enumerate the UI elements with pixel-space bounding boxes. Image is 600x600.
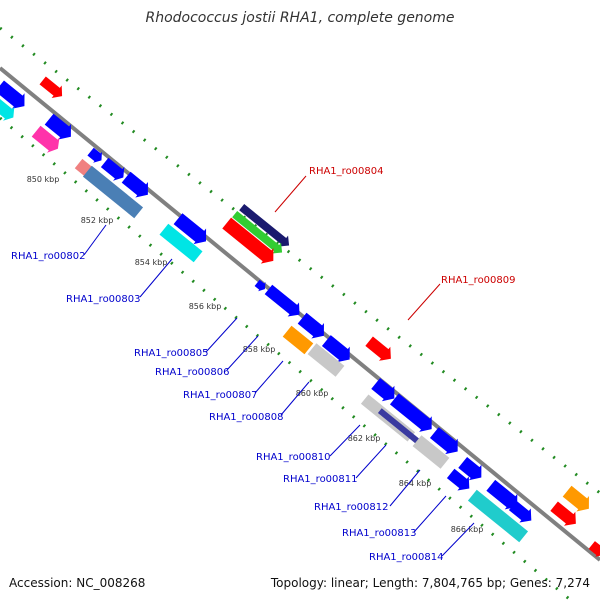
- leader-line: [205, 317, 238, 353]
- gene-arrow: [82, 165, 144, 219]
- tick-label: 866 kbp: [451, 525, 484, 534]
- gene-label-ro00803[interactable]: RHA1_ro00803: [66, 294, 141, 305]
- leader-line: [389, 469, 421, 507]
- gene-arrow: [486, 479, 518, 510]
- tick-label: 860 kbp: [296, 389, 329, 398]
- tick-label: 862 kbp: [348, 434, 381, 443]
- gene-arrow: [121, 171, 148, 198]
- gene-arrow: [239, 204, 290, 247]
- gene-label-ro00802[interactable]: RHA1_ro00802: [11, 251, 86, 262]
- tick-label: 852 kbp: [81, 216, 114, 225]
- forward-genes: [39, 76, 600, 557]
- gene-arrow: [550, 501, 576, 526]
- gene-label-ro00810[interactable]: RHA1_ro00810: [256, 452, 331, 463]
- gene-arrow: [588, 541, 600, 557]
- gene-arrow: [44, 113, 71, 140]
- tick-label: 856 kbp: [189, 302, 222, 311]
- leader-line: [139, 258, 173, 298]
- gene-arrow: [222, 217, 274, 264]
- gene-arrow: [87, 147, 102, 163]
- leader-line: [329, 424, 361, 457]
- leader-line: [254, 360, 284, 394]
- gene-label-ro00807[interactable]: RHA1_ro00807: [183, 390, 258, 401]
- tick-label: 858 kbp: [243, 345, 276, 354]
- gene-arrow: [264, 284, 300, 317]
- leader-line: [83, 224, 107, 256]
- gene-arrow: [31, 125, 60, 153]
- leader-line: [407, 283, 441, 321]
- gene-arrow: [173, 213, 207, 245]
- accession-text: Accession: NC_008268: [9, 576, 146, 590]
- leader-line: [441, 522, 475, 557]
- gene-label-ro00812[interactable]: RHA1_ro00812: [314, 502, 389, 513]
- tick-labels: 850 kbp 852 kbp 854 kbp 856 kbp 858 kbp …: [27, 175, 484, 534]
- gene-label-ro00813[interactable]: RHA1_ro00813: [342, 528, 417, 539]
- topology-text: Topology: linear; Length: 7,804,765 bp; …: [270, 576, 590, 590]
- gene-label-ro00814[interactable]: RHA1_ro00814: [369, 552, 444, 563]
- reverse-genes: [0, 80, 532, 543]
- gene-arrow: [562, 485, 589, 512]
- leader-line: [280, 381, 310, 416]
- gene-arrow: [389, 393, 432, 432]
- genome-backbone: [0, 66, 600, 562]
- gene-label-ro00808[interactable]: RHA1_ro00808: [209, 412, 284, 423]
- gene-label-ro00805[interactable]: RHA1_ro00805: [134, 348, 209, 359]
- gene-arrow: [0, 97, 15, 121]
- gene-arrow: [365, 336, 391, 361]
- leader-lines: [83, 175, 475, 557]
- gene-label-ro00804[interactable]: RHA1_ro00804: [309, 166, 384, 177]
- tick-label: 864 kbp: [399, 479, 432, 488]
- gene-arrow: [232, 211, 283, 254]
- gene-arrow: [371, 378, 395, 402]
- tick-label: 854 kbp: [135, 258, 168, 267]
- gene-arrow: [446, 468, 470, 491]
- gene-arrow: [297, 312, 324, 339]
- map-title: Rhodococcus jostii RHA1, complete genome: [145, 10, 454, 26]
- gene-arrow: [429, 427, 458, 455]
- gene-arrow: [508, 500, 532, 523]
- gene-labels: RHA1_ro00802 RHA1_ro00803 RHA1_ro00804 R…: [11, 166, 516, 563]
- outer-dotted-track: [0, 26, 600, 495]
- gene-arrow: [321, 335, 350, 363]
- tick-label: 850 kbp: [27, 175, 60, 184]
- gene-arrow: [159, 223, 203, 263]
- gene-arrow: [458, 457, 482, 481]
- leader-line: [226, 335, 259, 371]
- gene-label-ro00811[interactable]: RHA1_ro00811: [283, 474, 358, 485]
- dotted-tracks: [0, 26, 600, 600]
- gene-label-ro00806[interactable]: RHA1_ro00806: [155, 367, 230, 378]
- gene-arrow: [307, 343, 345, 377]
- leader-line: [413, 495, 447, 533]
- leader-line: [355, 444, 387, 479]
- gene-arrow: [254, 279, 266, 292]
- gene-arrow: [39, 76, 63, 98]
- gene-arrow: [100, 157, 125, 181]
- gene-arrow: [412, 435, 450, 469]
- gene-arrow: [282, 325, 314, 355]
- gene-arrow: [377, 408, 423, 446]
- leader-line: [274, 175, 307, 213]
- gene-label-ro00809[interactable]: RHA1_ro00809: [441, 275, 516, 286]
- gene-arrow: [467, 489, 529, 543]
- inner-dotted-track: [0, 116, 573, 600]
- gene-arrow: [0, 80, 25, 109]
